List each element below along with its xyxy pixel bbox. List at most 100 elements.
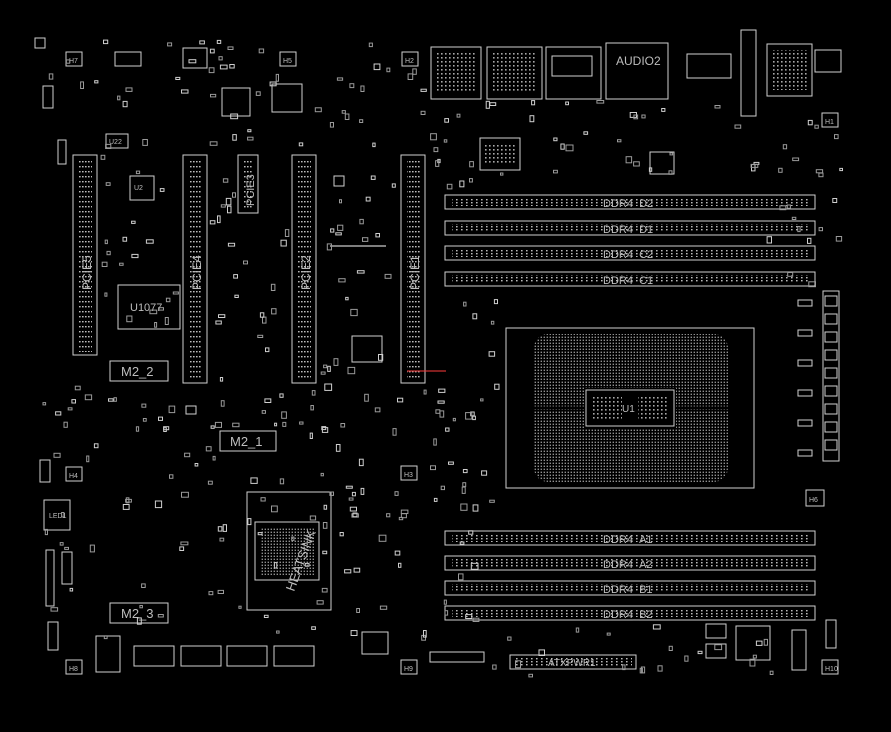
- pcie-slots: [72, 154, 426, 384]
- smd-part: [93, 443, 99, 449]
- smd-part: [349, 83, 355, 89]
- smd-part: [345, 296, 349, 301]
- smd-part: [797, 226, 801, 233]
- smd-part: [465, 614, 473, 619]
- smd-part: [229, 64, 235, 69]
- smd-part: [749, 658, 756, 667]
- smd-part: [763, 638, 769, 646]
- smd-part: [263, 614, 269, 618]
- smd-part: [336, 77, 344, 81]
- smd-part: [215, 320, 222, 325]
- smd-part: [273, 562, 278, 569]
- dimm-d1-label: DDR4_D1: [603, 224, 653, 236]
- smd-part: [668, 170, 673, 175]
- smd-part: [122, 100, 128, 108]
- smd-part: [839, 167, 843, 172]
- dimm-c1-label: DDR4_C1: [603, 275, 653, 287]
- smd-part: [181, 491, 189, 498]
- smd-part: [808, 281, 816, 288]
- smd-part: [101, 261, 108, 268]
- smd-part: [444, 118, 449, 123]
- smd-part: [100, 154, 106, 160]
- smd-part: [779, 205, 787, 211]
- smd-part: [216, 39, 222, 44]
- smd-part: [372, 142, 376, 148]
- smd-part: [131, 253, 139, 259]
- smd-part: [310, 405, 314, 411]
- smd-part: [470, 562, 479, 570]
- smd-part: [247, 129, 252, 133]
- dimm-b1-label: DDR4_B1: [603, 584, 653, 596]
- hole-label-h5: H5: [283, 58, 292, 65]
- smd-part: [59, 542, 64, 546]
- hole-label-h2: H2: [405, 58, 414, 65]
- smd-part: [243, 260, 248, 265]
- smd-part: [205, 446, 212, 452]
- smd-part: [340, 423, 346, 428]
- smd-part: [818, 227, 823, 232]
- smd-part: [807, 237, 812, 244]
- smd-part: [360, 487, 365, 495]
- smd-part: [490, 320, 495, 325]
- smd-part: [270, 283, 276, 291]
- smd-part: [400, 509, 409, 515]
- smd-part: [338, 278, 346, 283]
- hole-label-h7: H7: [69, 58, 78, 65]
- smd-part: [814, 124, 819, 129]
- smd-part: [469, 161, 474, 168]
- smd-part: [219, 64, 228, 70]
- smd-part: [136, 617, 142, 625]
- pcie5-label: PCIE5: [80, 255, 94, 290]
- smd-part: [103, 635, 108, 640]
- smd-part: [368, 42, 373, 48]
- smd-part: [778, 167, 783, 173]
- hole-label-h9: H9: [404, 666, 413, 673]
- smd-part: [232, 134, 237, 141]
- smd-part: [105, 143, 112, 149]
- smd-part: [271, 505, 278, 513]
- smd-part: [440, 485, 446, 491]
- smd-part: [217, 526, 223, 532]
- smd-part: [269, 81, 277, 87]
- smd-part: [617, 139, 622, 143]
- smd-part: [42, 402, 47, 406]
- smd-part: [117, 95, 121, 101]
- smd-part: [131, 220, 136, 224]
- smd-part: [44, 528, 48, 536]
- smd-part: [309, 515, 317, 521]
- smd-part: [359, 218, 364, 225]
- smd-part: [188, 59, 197, 64]
- rear-io-panel: [430, 29, 842, 117]
- smd-part: [458, 573, 464, 581]
- smd-part: [515, 660, 521, 669]
- smd-part: [337, 224, 344, 231]
- middle-components: [39, 137, 837, 673]
- smd-part: [271, 308, 277, 315]
- smd-part: [105, 182, 111, 186]
- smd-part: [232, 422, 240, 428]
- smd-part: [94, 80, 99, 84]
- smd-part: [420, 88, 427, 92]
- smd-part: [314, 107, 322, 113]
- smd-part: [362, 237, 369, 242]
- m2-slots: [109, 360, 277, 624]
- smd-part: [298, 142, 304, 147]
- smd-part: [472, 313, 478, 320]
- smd-part: [384, 273, 392, 279]
- smd-part: [423, 389, 427, 395]
- smd-part: [652, 624, 661, 630]
- smd-part: [311, 626, 316, 630]
- smd-part: [257, 532, 263, 536]
- smd-part: [344, 113, 350, 120]
- smd-part: [359, 119, 364, 123]
- smd-part: [669, 152, 674, 156]
- smd-part: [433, 147, 439, 153]
- smd-part: [89, 544, 95, 553]
- smd-part: [279, 393, 284, 398]
- smd-part: [351, 491, 356, 497]
- smd-part: [209, 141, 218, 146]
- smd-part: [438, 388, 446, 393]
- smd-part: [71, 399, 77, 404]
- smd-part: [684, 655, 689, 662]
